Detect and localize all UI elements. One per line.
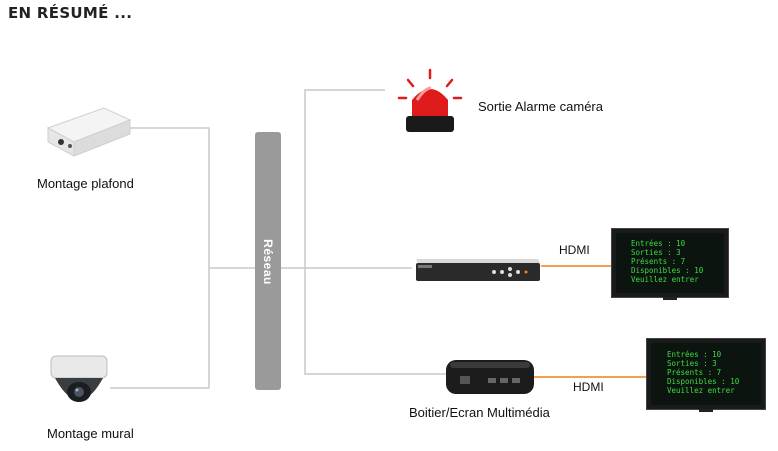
screen-line: Entrées : 10 [667,350,722,359]
alarm-siren-icon [395,68,465,143]
line-wall-camera [110,268,210,389]
dome-camera-icon [47,352,111,425]
screen-line: Présents : 7 [631,257,686,266]
screen-line: Sorties : 3 [631,248,681,257]
screen-line: Veuillez entrer [631,275,699,284]
media-player-box-icon [444,356,536,401]
screen-line: Entrées : 10 [631,239,686,248]
alarm-label: Sortie Alarme caméra [478,99,603,114]
line-alarm [304,89,446,375]
ceiling-camera-icon [44,106,134,163]
screen-line: Veuillez entrer [667,386,735,395]
wall-camera-label: Montage mural [47,426,134,441]
network-bar [255,132,281,390]
screen-stand [663,297,677,300]
screen-line: Présents : 7 [667,368,722,377]
hdmi-label-recorder: HDMI [559,243,590,257]
display-screen: Entrées : 10 Sorties : 3 Présents : 7 Di… [612,229,728,297]
network-video-recorder-icon [414,255,542,288]
ceiling-camera-label: Montage plafond [37,176,134,191]
screen-line: Disponibles : 10 [631,266,704,275]
screen-stand [699,409,713,412]
screen-line: Disponibles : 10 [667,377,740,386]
media-box-label: Boitier/Ecran Multimédia [409,405,550,420]
display-screen: Entrées : 10 Sorties : 3 Présents : 7 Di… [647,339,765,409]
network-label: Réseau [261,239,275,285]
screen-line: Sorties : 3 [667,359,717,368]
line-ceiling-camera [130,127,255,269]
page-title: EN RÉSUMÉ ... [8,4,133,22]
hdmi-label-media-box: HDMI [573,380,604,394]
